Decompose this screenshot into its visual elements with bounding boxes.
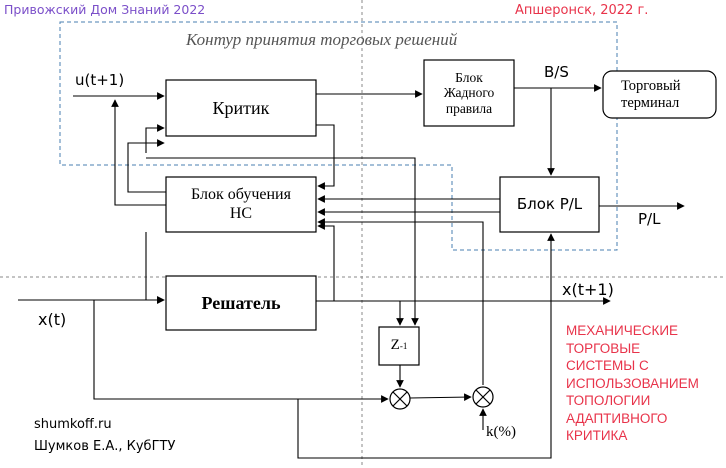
- z-delay-label: Z-1: [379, 327, 419, 365]
- signal-pl: P/L: [638, 210, 661, 228]
- pl-block-label: Блок P/L: [516, 194, 583, 213]
- pl-block: [499, 176, 600, 233]
- caption-line: КРИТИКА: [566, 428, 628, 443]
- caption-line: ТОРГОВЫЕ: [566, 340, 641, 356]
- summing-junction-1: [389, 388, 411, 410]
- greedy-rule-block: [423, 59, 515, 127]
- trading-terminal-label: Торговый терминал: [621, 77, 681, 111]
- caption-line: ТОПОЛОГИИ: [566, 393, 651, 408]
- caption-line: СИСТЕМЫ С: [566, 358, 649, 373]
- solver-label: Решатель: [201, 292, 281, 313]
- z-delay-block: [378, 326, 420, 366]
- trading-terminal-block: [602, 70, 717, 119]
- learning-label: Блок обучения НС: [191, 186, 291, 222]
- footer-site: shumkoff.ru: [34, 417, 112, 432]
- signal-k: k(%): [486, 424, 516, 440]
- signal-u: u(t+1): [75, 71, 125, 89]
- decision-contour: [59, 21, 618, 251]
- caption-line: ИСПОЛЬЗОВАНИЕМ: [566, 375, 699, 391]
- caption-line: АДАПТИВНОГО: [566, 410, 668, 426]
- signal-xt: x(t): [38, 310, 67, 329]
- caption-line: МЕХАНИЧЕСКИЕ: [566, 323, 679, 338]
- learning-block: [165, 176, 317, 233]
- header-left: Привожский Дом Знаний 2022: [4, 2, 206, 17]
- critic-block: [165, 79, 317, 137]
- critic-label: Критик: [212, 97, 270, 118]
- contour-title: Контур принятия торговых решений: [186, 30, 458, 49]
- header-right: Апшеронск, 2022 г.: [515, 3, 649, 18]
- footer-author: Шумков Е.А., КубГТУ: [34, 439, 176, 454]
- z-symbol: Z: [390, 337, 400, 354]
- z-exponent: -1: [399, 340, 408, 351]
- caption: МЕХАНИЧЕСКИЕ ТОРГОВЫЕ СИСТЕМЫ С ИСПОЛЬЗО…: [566, 322, 699, 445]
- summing-junction-2: [472, 386, 494, 408]
- signal-bs: B/S: [544, 63, 569, 81]
- solver-block: [165, 275, 317, 331]
- signal-xt1: x(t+1): [562, 280, 614, 299]
- greedy-rule-label: Блок Жадного правила: [443, 69, 495, 116]
- signal-lines: [18, 84, 685, 459]
